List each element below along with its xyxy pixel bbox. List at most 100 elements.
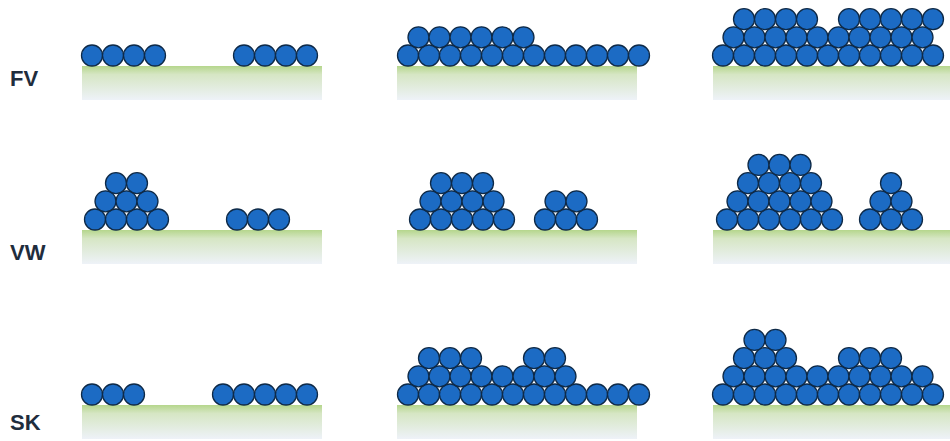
atom (818, 45, 839, 66)
atom (748, 154, 769, 175)
atom (234, 384, 255, 405)
atom (492, 366, 513, 387)
atom-group (82, 45, 318, 66)
atom (717, 209, 738, 230)
atom (801, 173, 822, 194)
atom-group (713, 329, 944, 405)
atom (744, 329, 765, 350)
atom (545, 45, 566, 66)
atom (807, 27, 828, 48)
atom (103, 45, 124, 66)
atom (524, 348, 545, 369)
atom (452, 209, 473, 230)
atom (440, 348, 461, 369)
atom (839, 9, 860, 30)
atom (545, 348, 566, 369)
atom (860, 348, 881, 369)
atom (431, 209, 452, 230)
atom (811, 191, 832, 212)
atom (780, 209, 801, 230)
atom (776, 45, 797, 66)
atom (85, 209, 106, 230)
atom (734, 384, 755, 405)
atom (891, 366, 912, 387)
atom (881, 348, 902, 369)
atom (431, 173, 452, 194)
atom (127, 173, 148, 194)
atom (769, 154, 790, 175)
atom (902, 9, 923, 30)
atom (137, 191, 158, 212)
atom (608, 384, 629, 405)
atom-group (410, 173, 598, 230)
atom (839, 348, 860, 369)
atom (420, 191, 441, 212)
atom-group (398, 27, 650, 66)
atom (124, 45, 145, 66)
atom (545, 191, 566, 212)
atom (483, 191, 504, 212)
atom (234, 45, 255, 66)
substrate (713, 230, 950, 264)
atom (429, 366, 450, 387)
atom (786, 27, 807, 48)
atom (860, 384, 881, 405)
substrate (82, 230, 322, 264)
atom (145, 45, 166, 66)
atom (503, 384, 524, 405)
atom (780, 173, 801, 194)
atom (776, 348, 797, 369)
atom (213, 384, 234, 405)
atom (398, 384, 419, 405)
atom (276, 384, 297, 405)
atom (755, 45, 776, 66)
atom (410, 209, 431, 230)
atom (860, 45, 881, 66)
atom (482, 384, 503, 405)
substrate (713, 66, 950, 100)
atom (297, 384, 318, 405)
atom (82, 45, 103, 66)
atom (492, 27, 513, 48)
atom (494, 209, 515, 230)
atom (734, 9, 755, 30)
atom (587, 45, 608, 66)
atom (566, 45, 587, 66)
atom (127, 209, 148, 230)
atom (276, 45, 297, 66)
atom (587, 384, 608, 405)
atom (473, 173, 494, 194)
atom (461, 348, 482, 369)
atom (408, 366, 429, 387)
atom-group (717, 154, 923, 230)
atom (790, 154, 811, 175)
atom (462, 191, 483, 212)
atom (450, 366, 471, 387)
atom (755, 384, 776, 405)
atom (891, 27, 912, 48)
atom (452, 173, 473, 194)
atom (248, 209, 269, 230)
atom (797, 45, 818, 66)
atom (734, 45, 755, 66)
atom (797, 384, 818, 405)
atom-group (398, 348, 650, 405)
atom (849, 366, 870, 387)
atom (776, 9, 797, 30)
atom (473, 209, 494, 230)
atom (629, 384, 650, 405)
atom (776, 384, 797, 405)
atom (419, 384, 440, 405)
atom (765, 366, 786, 387)
atom (870, 366, 891, 387)
atom (759, 173, 780, 194)
atom (440, 45, 461, 66)
atom (534, 366, 555, 387)
atom (461, 384, 482, 405)
atom (471, 366, 492, 387)
atom (902, 384, 923, 405)
atom (765, 329, 786, 350)
atom (419, 348, 440, 369)
atom (148, 209, 169, 230)
atom (744, 366, 765, 387)
